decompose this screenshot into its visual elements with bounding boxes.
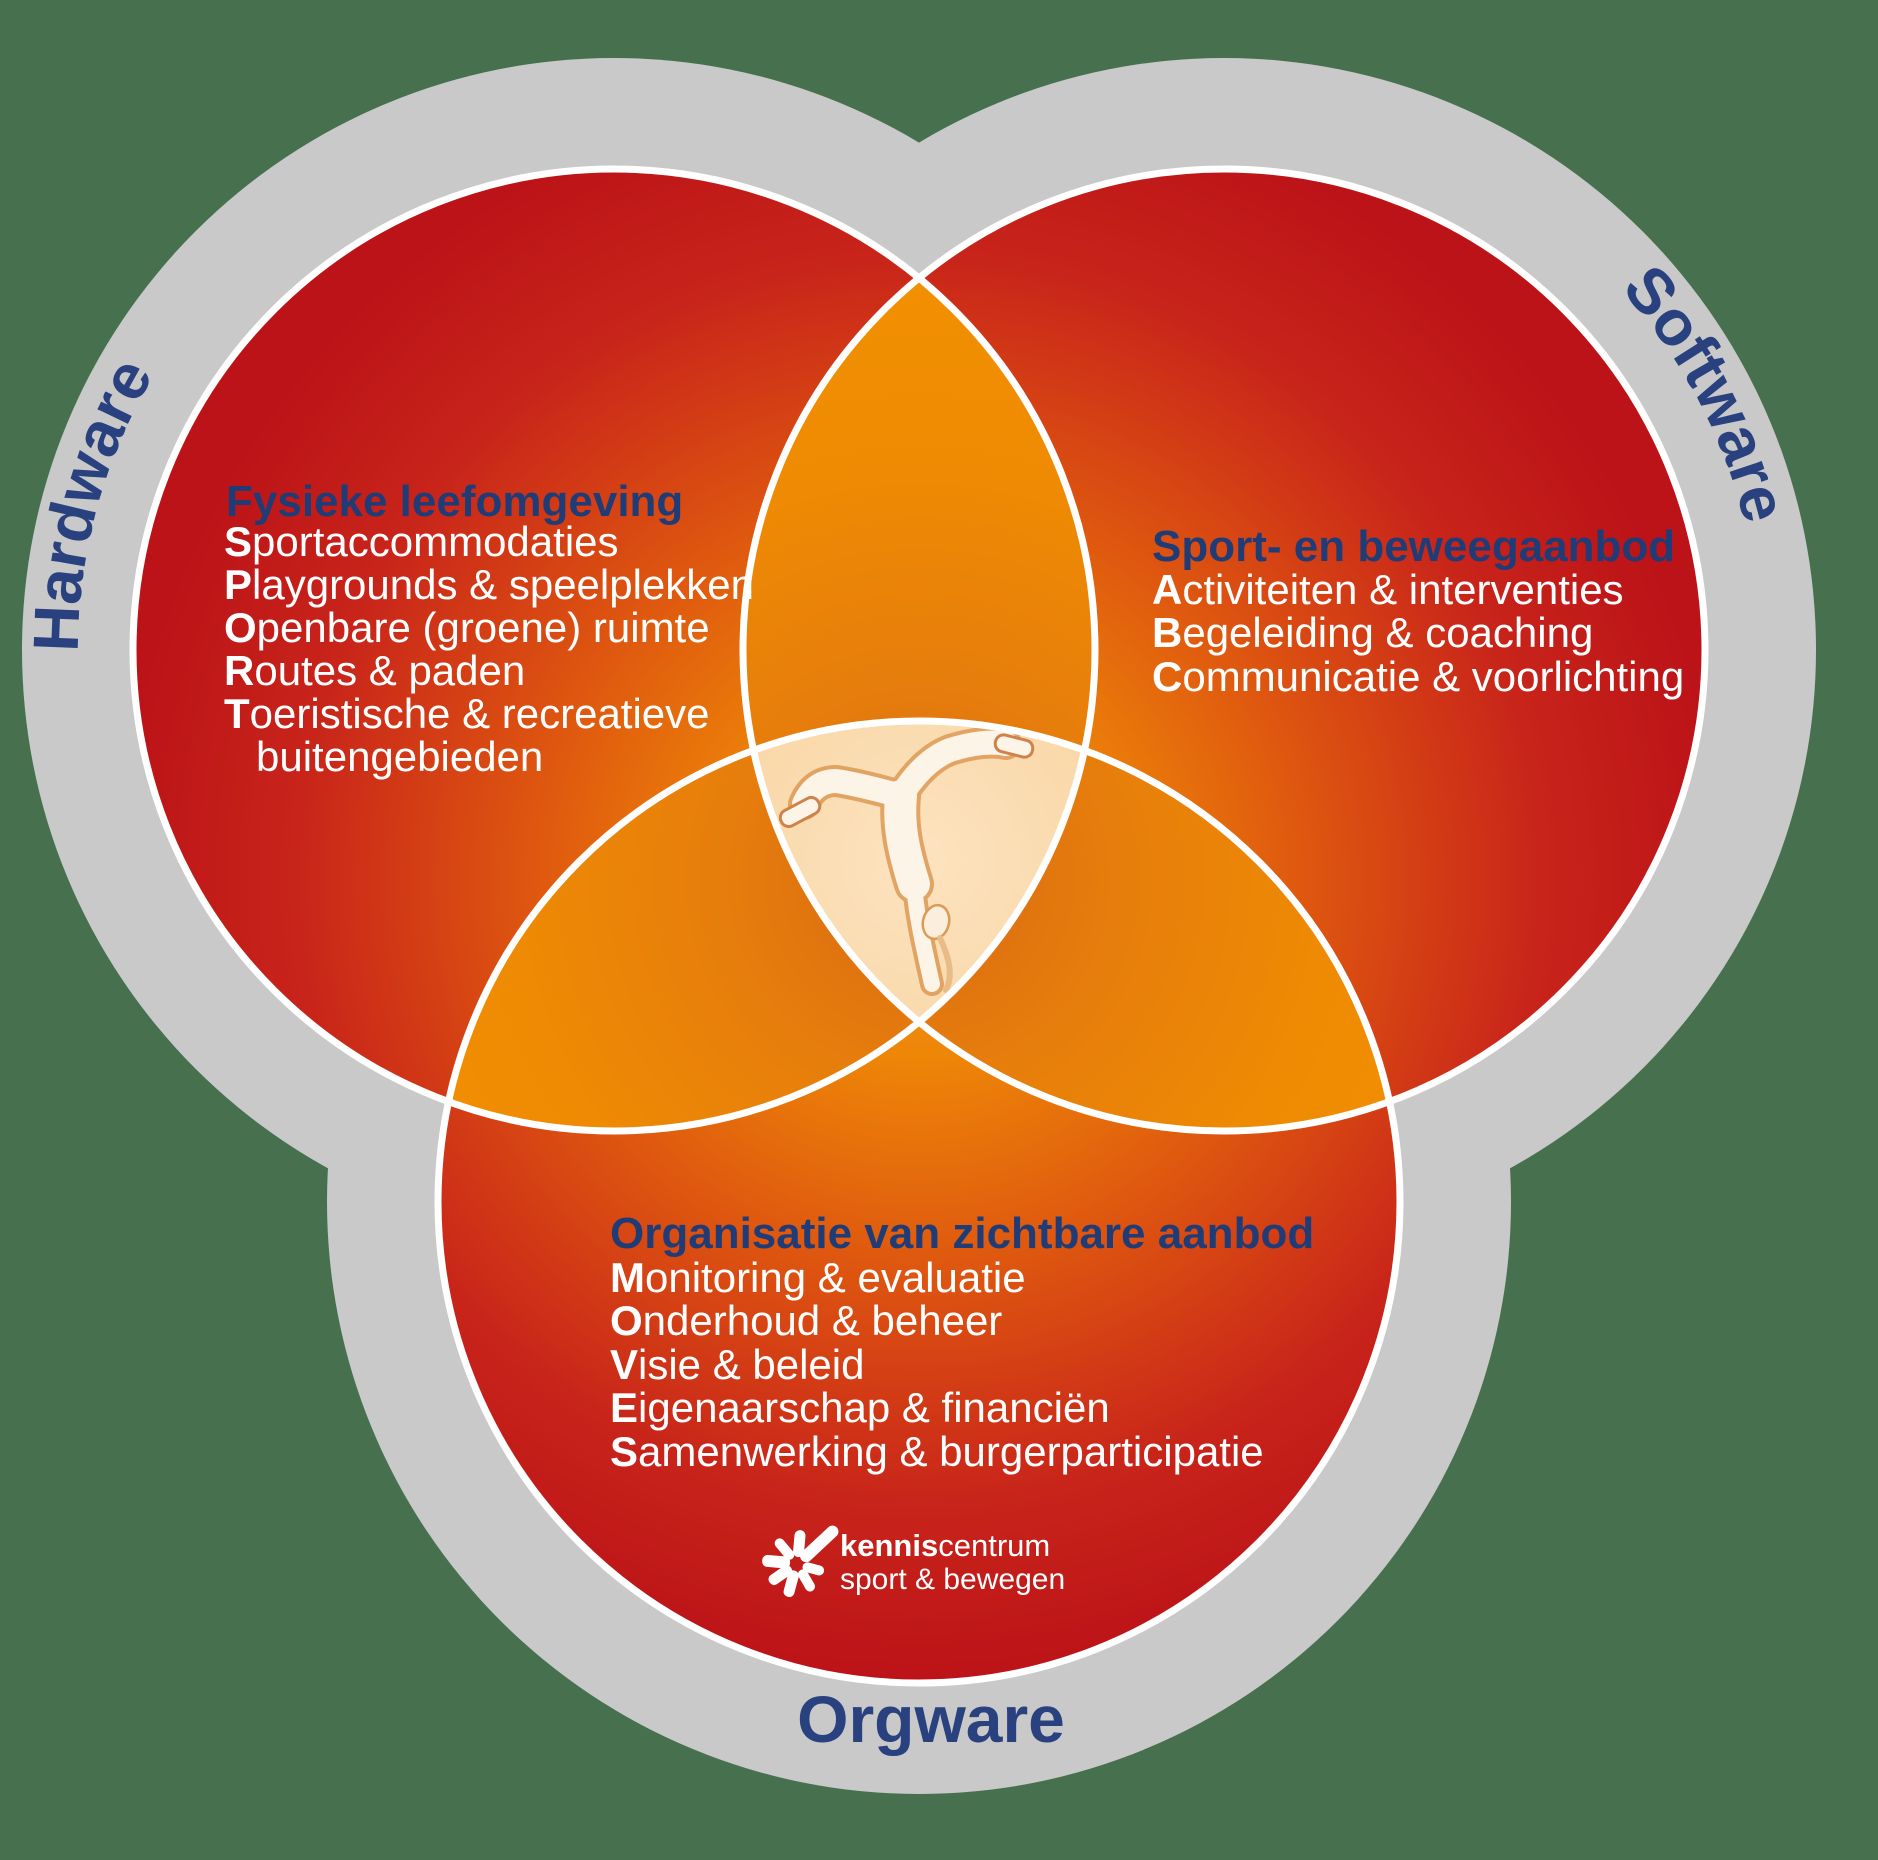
orgware-label: Orgware [797,1682,1065,1756]
figure-shoe-left [778,795,822,829]
figure-hair [937,935,953,993]
list-item: Activiteiten & interventies [1152,566,1624,613]
logo-name: kenniscentrum [840,1528,1050,1563]
list-item-continuation: buitengebieden [256,733,543,780]
list-item: Samenwerking & burgerparticipatie [610,1428,1264,1475]
list-item: Onderhoud & beheer [610,1297,1002,1344]
figure-leg-left [792,769,913,816]
list-item: Eigenaarschap & financiën [610,1384,1110,1431]
list-item: Sportaccommodaties [224,518,619,565]
list-item: Communicatie & voorlichting [1152,653,1684,700]
list-item: Begeleiding & coaching [1152,609,1593,656]
figure-torso [884,780,930,900]
circle-outlines [129,165,1709,1687]
list-item: Routes & paden [224,647,525,694]
list-item: Visie & beleid [610,1341,864,1388]
outline-orgware [434,717,1404,1687]
handstand-person-illustration [778,726,1035,996]
asterisk-logo-icon [762,1525,839,1598]
figure-leg-right [889,730,1018,808]
left-circle-text: Fysieke leefomgeving Sportaccommodaties … [224,477,754,780]
list-item: Playgrounds & speelplekken [224,561,754,608]
outline-hardware [129,165,1099,1135]
list-item: Openbare (groene) ruimte [224,604,710,651]
figure-head [921,903,951,941]
right-circle-heading: Sport- en beweegaanbod [1152,522,1675,571]
list-item: Monitoring & evaluatie [610,1254,1026,1301]
bottom-circle-heading: Organisatie van zichtbare aanbod [610,1209,1314,1258]
logo-tagline: sport & bewegen [840,1563,1065,1596]
left-circle-heading: Fysieke leefomgeving [226,477,683,526]
bottom-circle-text: Organisatie van zichtbare aanbod Monitor… [610,1209,1314,1475]
figure-shoe-right [993,733,1035,759]
right-circle-text: Sport- en beweegaanbod Activiteiten & in… [1152,522,1684,700]
list-item: Toeristische & recreatieve [224,690,710,737]
kenniscentrum-logo: kenniscentrum sport & bewegen [762,1525,1065,1598]
outline-software [739,165,1709,1135]
